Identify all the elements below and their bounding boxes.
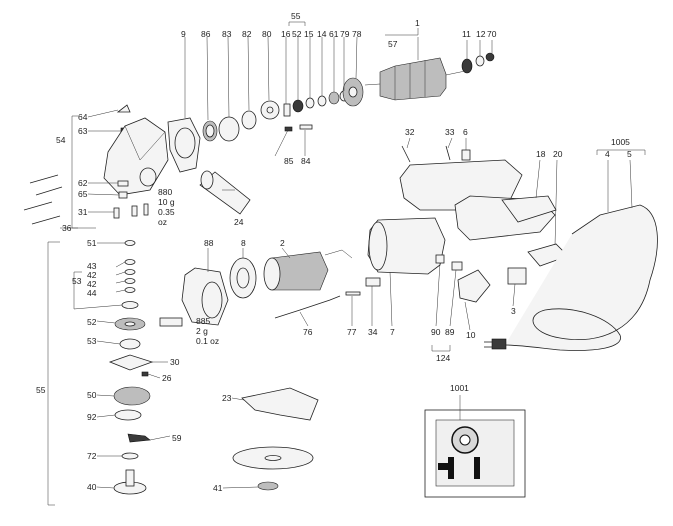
label-20: 20 — [553, 149, 563, 159]
motor-group — [181, 145, 569, 326]
label-53-left: 53 — [87, 336, 97, 346]
label-82: 82 — [242, 29, 252, 39]
label-12: 12 — [476, 29, 486, 39]
label-65: 65 — [78, 189, 88, 199]
label-1001: 1001 — [450, 383, 469, 393]
label-54: 54 — [56, 135, 66, 145]
label-77: 77 — [347, 327, 357, 337]
label-61: 61 — [329, 29, 339, 39]
label-42-a: 42 — [87, 270, 97, 280]
label-92: 92 — [87, 412, 97, 422]
note-885: 885 — [196, 316, 210, 326]
note-880-oz-value: 0.35 — [158, 207, 175, 217]
label-30: 30 — [170, 357, 180, 367]
label-64: 64 — [78, 112, 88, 122]
label-36: 36 — [62, 223, 72, 233]
label-57: 57 — [388, 39, 398, 49]
label-2: 2 — [280, 238, 285, 248]
label-3: 3 — [511, 306, 516, 316]
label-7: 7 — [390, 327, 395, 337]
cable-group — [484, 204, 658, 351]
label-26: 26 — [162, 373, 172, 383]
top-row-parts — [167, 52, 495, 173]
leader-lines — [60, 36, 633, 489]
label-53-bracket: 53 — [72, 276, 82, 286]
label-23: 23 — [222, 393, 232, 403]
handle-24 — [199, 170, 251, 215]
label-33: 33 — [445, 127, 455, 137]
label-84: 84 — [301, 156, 311, 166]
callout-labels: 9 86 83 82 80 55 16 52 15 14 61 79 78 1 … — [36, 11, 632, 493]
note-885-oz: 0.1 oz — [196, 336, 219, 346]
label-63: 63 — [78, 126, 88, 136]
label-50: 50 — [87, 390, 97, 400]
label-4: 4 — [605, 149, 610, 159]
label-55-top: 55 — [291, 11, 301, 21]
label-80: 80 — [262, 29, 272, 39]
label-43: 43 — [87, 261, 97, 271]
label-83: 83 — [222, 29, 232, 39]
note-880-weight: 10 g — [158, 197, 175, 207]
label-42-b: 42 — [87, 279, 97, 289]
label-124: 124 — [436, 353, 450, 363]
label-52-left: 52 — [87, 317, 97, 327]
left-group-parts — [23, 104, 169, 225]
label-16: 16 — [281, 29, 291, 39]
label-52-top: 52 — [292, 29, 302, 39]
label-31: 31 — [78, 207, 88, 217]
label-72: 72 — [87, 451, 97, 461]
label-32: 32 — [405, 127, 415, 137]
label-34: 34 — [368, 327, 378, 337]
label-10: 10 — [466, 330, 476, 340]
note-885-weight: 2 g — [196, 326, 208, 336]
note-880-oz-unit: oz — [158, 217, 167, 227]
label-6: 6 — [463, 127, 468, 137]
inset-1001 — [424, 409, 526, 498]
label-5: 5 — [627, 149, 632, 159]
label-62: 62 — [78, 178, 88, 188]
note-880: 880 — [158, 187, 172, 197]
guard-and-disc — [232, 387, 319, 491]
label-78: 78 — [352, 29, 362, 39]
label-18: 18 — [536, 149, 546, 159]
label-86: 86 — [201, 29, 211, 39]
label-90: 90 — [431, 327, 441, 337]
label-1005: 1005 — [611, 137, 630, 147]
label-41: 41 — [213, 483, 223, 493]
label-24: 24 — [234, 217, 244, 227]
label-11: 11 — [462, 29, 471, 39]
label-44: 44 — [87, 288, 97, 298]
label-89: 89 — [445, 327, 455, 337]
label-15: 15 — [304, 29, 314, 39]
label-14: 14 — [317, 29, 327, 39]
label-70: 70 — [487, 29, 497, 39]
label-8: 8 — [241, 238, 246, 248]
label-76: 76 — [303, 327, 313, 337]
label-55-left: 55 — [36, 385, 46, 395]
label-51: 51 — [87, 238, 97, 248]
label-79: 79 — [340, 29, 350, 39]
label-9: 9 — [181, 29, 186, 39]
label-40: 40 — [87, 482, 97, 492]
label-1: 1 — [415, 18, 420, 28]
label-88: 88 — [204, 238, 214, 248]
label-85: 85 — [284, 156, 294, 166]
label-59: 59 — [172, 433, 182, 443]
